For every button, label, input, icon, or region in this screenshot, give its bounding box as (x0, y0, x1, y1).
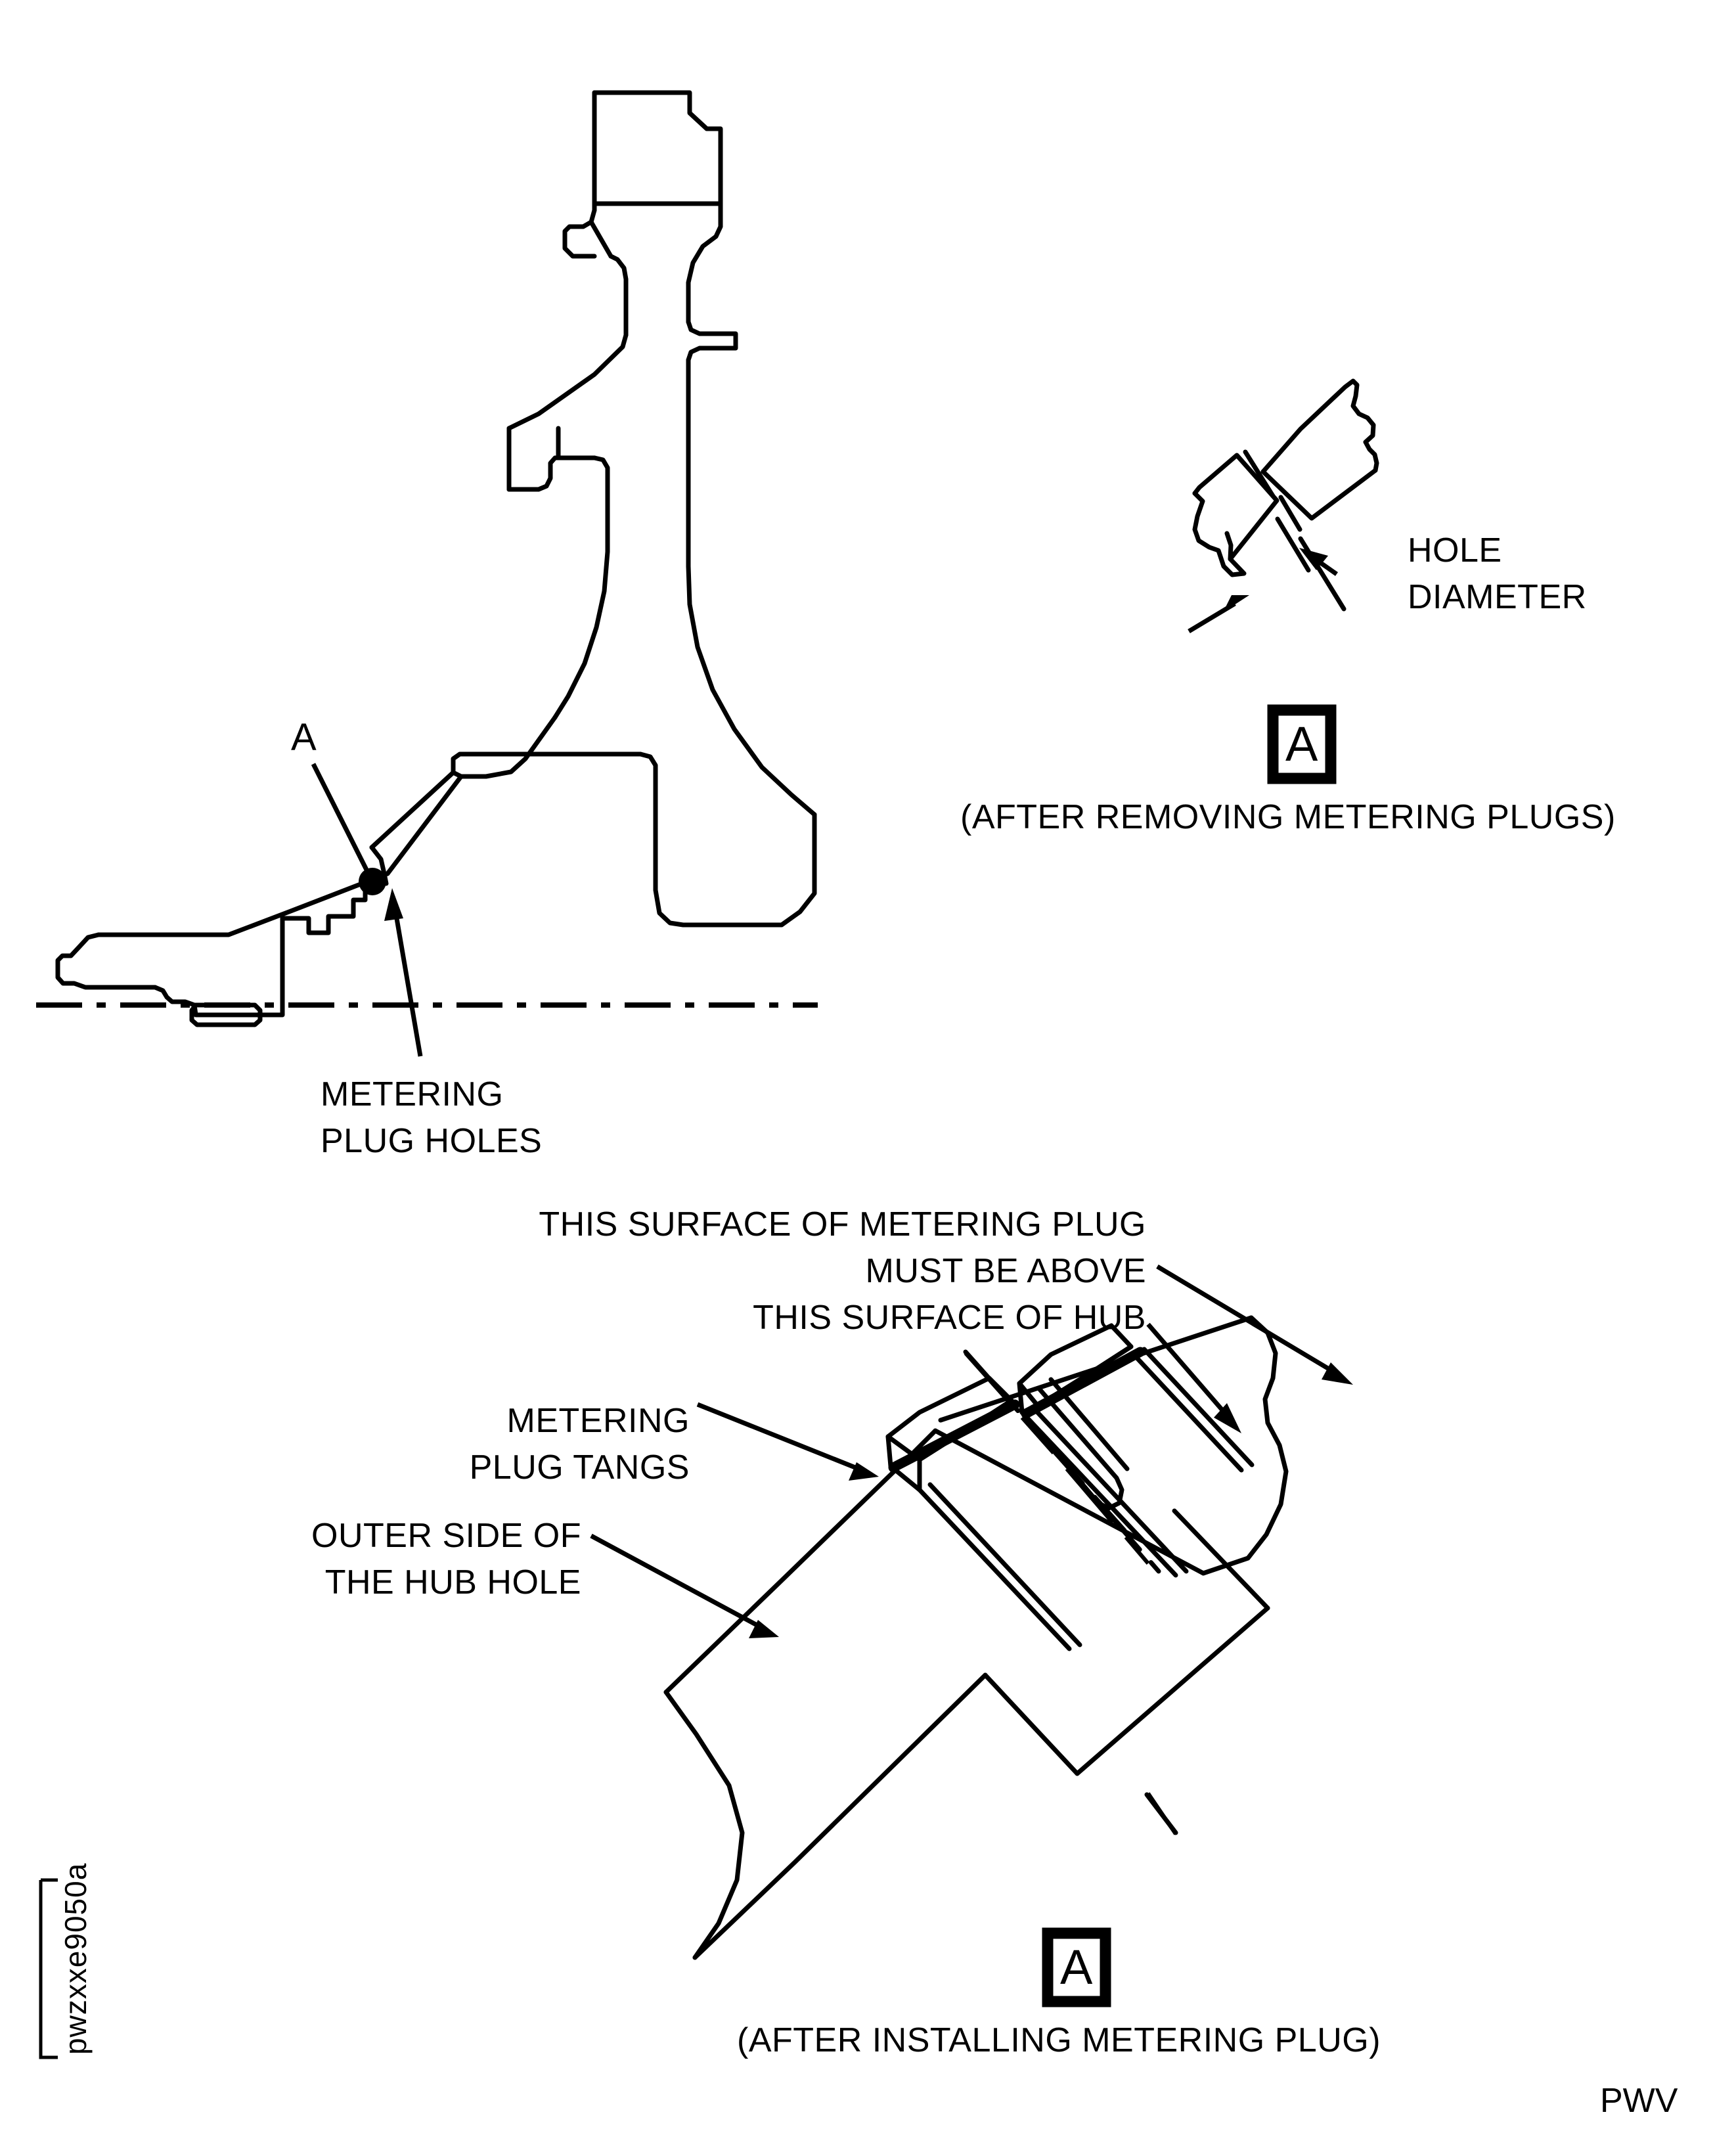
outer-side-hub-hole-label-line1: OUTER SIDE OF (311, 1517, 581, 1555)
figure-id-bracket (39, 1878, 58, 2059)
main-view-section-mark: A (291, 716, 317, 759)
detail-a-removed-geometry (1192, 378, 1379, 612)
metering-plug-tangs-leader (696, 1402, 879, 1481)
detail-a-bottom-section-box (1042, 1927, 1111, 2007)
detail-a-top-caption: (AFTER REMOVING METERING PLUGS) (960, 798, 1616, 836)
outer-side-hub-hole-leader (590, 1533, 779, 1638)
surface-note-line2: MUST BE ABOVE (865, 1252, 1146, 1290)
hole-diameter-label-line2: DIAMETER (1408, 578, 1587, 616)
main-cross-section-outline (55, 90, 817, 1027)
detail-a-bottom-letter: A (1060, 1940, 1093, 1994)
detail-a-top-section-box (1267, 704, 1337, 784)
metering-plug-holes-leader (384, 888, 423, 1057)
metering-plug-holes-label-line1: METERING (321, 1075, 504, 1113)
metering-plug-tangs-label-line2: PLUG TANGS (469, 1448, 690, 1487)
surface-note-line1: THIS SURFACE OF METERING PLUG (539, 1205, 1146, 1243)
hole-diameter-dimension (1188, 548, 1339, 634)
metering-plug-holes-label-line2: PLUG HOLES (321, 1122, 543, 1160)
detail-a-bottom-caption: (AFTER INSTALLING METERING PLUG) (737, 2021, 1381, 2059)
plug-axis-centerline (964, 1352, 1178, 1835)
hole-diameter-label-line1: HOLE (1408, 531, 1502, 570)
detail-a-top-letter: A (1285, 717, 1318, 771)
metering-plug-tangs-label-line1: METERING (506, 1402, 690, 1440)
corner-code: PWV (1600, 2082, 1678, 2120)
figure-id-code: pwzxxe9050a (58, 1862, 93, 2055)
surface-note-leaders (1146, 1264, 1353, 1433)
surface-note-line3: THIS SURFACE OF HUB (753, 1299, 1146, 1337)
outer-side-hub-hole-label-line2: THE HUB HOLE (324, 1563, 581, 1601)
section-a-leader (311, 763, 386, 895)
